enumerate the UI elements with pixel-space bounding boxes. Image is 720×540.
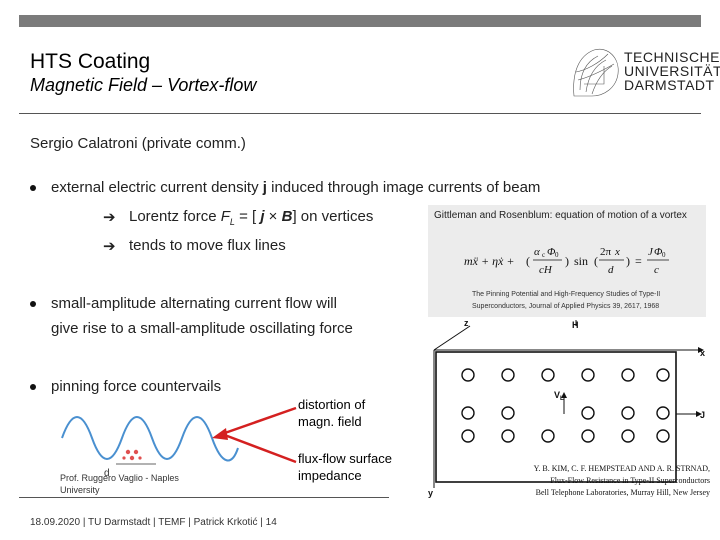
equation-reference: The Pinning Potential and High-Frequency…	[472, 291, 661, 310]
distortion-annotation: distortion of magn. field	[298, 397, 366, 429]
svg-text:d: d	[608, 264, 614, 276]
bullet-icon	[30, 301, 36, 307]
svg-text:mẍ + ηẋ +: mẍ + ηẋ +	[464, 254, 514, 268]
svg-text:(: (	[594, 254, 598, 268]
svg-text:0: 0	[555, 251, 559, 259]
svg-text:): )	[565, 254, 569, 268]
kim-reference: Y. B. KIM, C. F. HEMPSTEAD AND A. R. STR…	[533, 464, 710, 497]
svg-text:α: α	[534, 246, 540, 258]
prof-credit: Prof. Ruggero Vaglio - Naples University	[60, 473, 179, 495]
red-pointer-arrows	[212, 406, 297, 464]
svg-text:0: 0	[662, 251, 666, 259]
svg-text:Φ: Φ	[547, 246, 556, 258]
axis-x-label: x	[700, 348, 705, 358]
svg-text:): )	[626, 254, 630, 268]
svg-text:(: (	[526, 254, 530, 268]
bullet-alternating-current-1: small-amplitude alternating current flow…	[51, 295, 337, 312]
bullet-pinning-force: pinning force countervails	[51, 378, 222, 395]
logo-text: TECHNISCHE UNIVERSITÄT DARMSTADT	[624, 49, 720, 93]
svg-text:2π: 2π	[600, 246, 612, 258]
equation-box: Gittleman and Rosenblum: equation of mot…	[428, 205, 706, 317]
current-j-label: J	[700, 410, 705, 420]
header-divider	[19, 113, 701, 114]
svg-text:J: J	[648, 246, 654, 258]
bullet-alternating-current-2: give rise to a small-amplitude oscillati…	[51, 320, 353, 337]
equation-heading: Gittleman and Rosenblum: equation of mot…	[434, 210, 687, 221]
axis-h-label: H	[572, 320, 579, 330]
arrow-right-icon: ➔	[103, 238, 116, 255]
tu-darmstadt-logo	[573, 48, 619, 97]
slide-title: HTS Coating	[30, 50, 151, 73]
svg-text:=: =	[635, 254, 642, 268]
svg-text:x: x	[614, 246, 620, 258]
source-credit: Sergio Calatroni (private comm.)	[30, 135, 246, 152]
lorentz-force-line: Lorentz force FL = [ j × B] on vertices	[129, 208, 374, 227]
svg-text:sin: sin	[574, 254, 588, 268]
vortex-flow-figure: z H x y J VL	[428, 318, 705, 498]
axis-z-label: z	[464, 318, 469, 328]
wave-d-label: d	[104, 468, 110, 478]
arrow-right-icon: ➔	[103, 209, 116, 226]
svg-text:c: c	[542, 251, 545, 259]
flux-flow-annotation: flux-flow surface impedance	[298, 451, 392, 483]
svg-text:cH: cH	[539, 264, 553, 276]
svg-text:Φ: Φ	[654, 246, 663, 258]
vl-label: VL	[554, 390, 564, 402]
top-color-bar	[19, 15, 701, 27]
axis-y-label: y	[428, 488, 433, 498]
footer-divider	[19, 497, 389, 498]
slide-footer: 18.09.2020 | TU Darmstadt | TEMF | Patri…	[30, 517, 277, 528]
bullet-icon	[30, 384, 36, 390]
slide-subtitle: Magnetic Field – Vortex-flow	[30, 75, 257, 95]
move-flux-lines-line: tends to move flux lines	[129, 237, 286, 254]
vortex-circles	[461, 368, 670, 443]
svg-text:c: c	[654, 264, 659, 276]
bullet-current-density: external electric current density j indu…	[51, 179, 541, 196]
flux-wave-sketch: d	[61, 416, 239, 478]
bullet-icon	[30, 185, 36, 191]
